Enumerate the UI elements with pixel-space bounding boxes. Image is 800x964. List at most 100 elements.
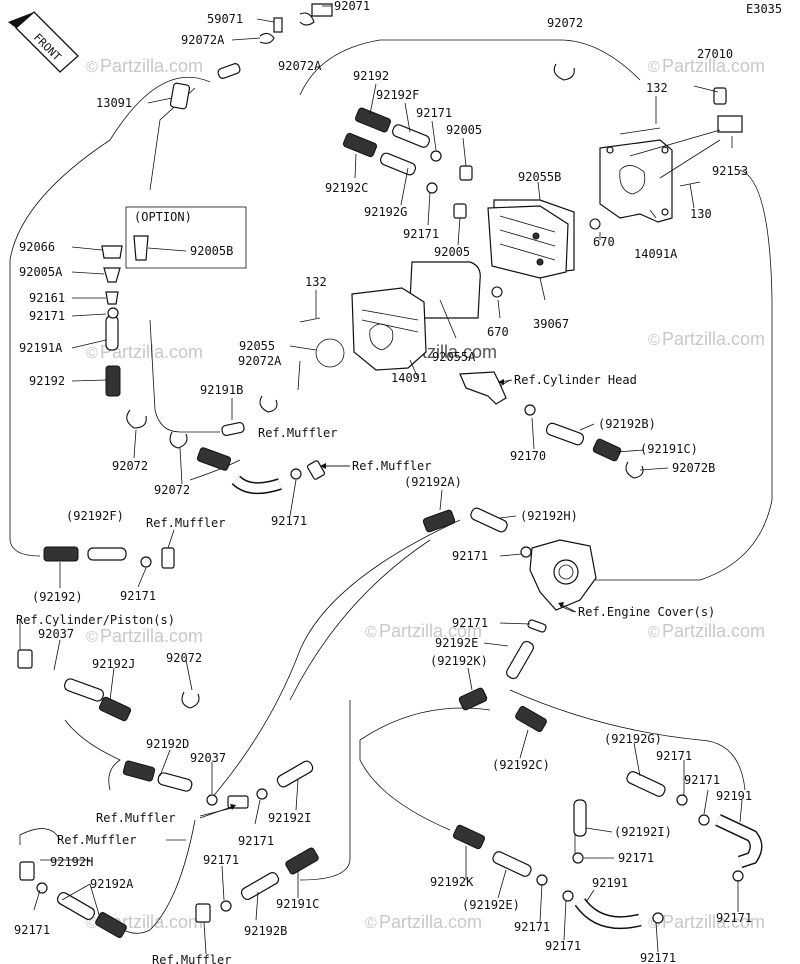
svg-text:Partzilla.com: Partzilla.com bbox=[662, 912, 765, 932]
label-92171: 92171 bbox=[416, 106, 452, 120]
label-92005A: 92005A bbox=[19, 265, 63, 279]
svg-text:Partzilla.com: Partzilla.com bbox=[379, 912, 482, 932]
svg-text:©: © bbox=[86, 629, 98, 646]
svg-text:©: © bbox=[648, 332, 660, 349]
label-92191C: 92191C bbox=[276, 897, 319, 911]
label-92066: 92066 bbox=[19, 240, 55, 254]
hose-routing-lines bbox=[9, 39, 773, 934]
label-92171: 92171 bbox=[514, 920, 550, 934]
label-92191: 92191 bbox=[592, 876, 628, 890]
label-92072A: 92072A bbox=[278, 59, 322, 73]
label-92192C: (92192C) bbox=[492, 758, 550, 772]
label-92170: 92170 bbox=[510, 449, 546, 463]
label-92171: 92171 bbox=[403, 227, 439, 241]
label-92192D: 92192D bbox=[146, 737, 189, 751]
label-92171: 92171 bbox=[238, 834, 274, 848]
label-ref-muffler: Ref.Muffler bbox=[258, 426, 337, 440]
svg-text:©: © bbox=[648, 624, 660, 641]
svg-text:Partzilla.com: Partzilla.com bbox=[662, 56, 765, 76]
label-92192: (92192) bbox=[32, 590, 83, 604]
svg-text:©: © bbox=[86, 345, 98, 362]
label-92171: 92171 bbox=[29, 309, 65, 323]
label-92072B: 92072B bbox=[672, 461, 715, 475]
part-labels: 59071 92071 92072A 92072A 92072 13091 92… bbox=[14, 0, 752, 964]
label-92072A: 92072A bbox=[238, 354, 282, 368]
label-92192F: 92192F bbox=[376, 88, 419, 102]
label-92037: 92037 bbox=[38, 627, 74, 641]
label-92192J: 92192J bbox=[92, 657, 135, 671]
label-92191A: 92191A bbox=[19, 341, 63, 355]
label-92171: 92171 bbox=[203, 853, 239, 867]
leader-lines bbox=[19, 5, 743, 955]
svg-text:Partzilla.com: Partzilla.com bbox=[662, 329, 765, 349]
label-92071: 92071 bbox=[334, 0, 370, 13]
label-92192K: (92192K) bbox=[430, 654, 488, 668]
label-92191C: (92191C) bbox=[640, 442, 698, 456]
reference-arrows bbox=[199, 379, 577, 819]
label-92192G: 92192G bbox=[364, 205, 407, 219]
label-ref-muffler: Ref.Muffler bbox=[352, 459, 431, 473]
label-92192H: 92192H bbox=[50, 855, 93, 869]
label-92072A: 92072A bbox=[181, 33, 225, 47]
svg-text:Partzilla.com: Partzilla.com bbox=[100, 56, 203, 76]
label-92192E: (92192E) bbox=[462, 898, 520, 912]
svg-text:Partzilla.com: Partzilla.com bbox=[379, 621, 482, 641]
label-59071: 59071 bbox=[207, 12, 243, 26]
label-ref-muffler: Ref.Muffler bbox=[146, 516, 225, 530]
label-132: 132 bbox=[646, 81, 668, 95]
label-92072: 92072 bbox=[547, 16, 583, 30]
svg-text:©: © bbox=[365, 624, 377, 641]
svg-text:Partzilla.com: Partzilla.com bbox=[662, 621, 765, 641]
label-92005: 92005 bbox=[434, 245, 470, 259]
label-92037: 92037 bbox=[190, 751, 226, 765]
front-arrow-icon: FRONT bbox=[8, 11, 79, 73]
label-92171: 92171 bbox=[684, 773, 720, 787]
label-92072: 92072 bbox=[154, 483, 190, 497]
label-92171: 92171 bbox=[120, 589, 156, 603]
label-92153: 92153 bbox=[712, 164, 748, 178]
label-ref-engine-cover: Ref.Engine Cover(s) bbox=[578, 605, 715, 619]
label-92192G: (92192G) bbox=[604, 732, 662, 746]
label-92192: 92192 bbox=[29, 374, 65, 388]
label-92171: 92171 bbox=[640, 951, 676, 964]
label-14091A: 14091A bbox=[634, 247, 678, 261]
label-ref-cylinder-head: Ref.Cylinder Head bbox=[514, 373, 637, 387]
label-ref-muffler: Ref.Muffler bbox=[57, 833, 136, 847]
cylinder-cover-14091 bbox=[351, 287, 427, 371]
label-92171: 92171 bbox=[716, 911, 752, 925]
label-130: 130 bbox=[690, 207, 712, 221]
label-92005B: 92005B bbox=[190, 244, 233, 258]
label-92072: 92072 bbox=[112, 459, 148, 473]
label-92161: 92161 bbox=[29, 291, 65, 305]
label-ref-cylinder-piston: Ref.Cylinder/Piston(s) bbox=[16, 613, 175, 627]
label-92055: 92055 bbox=[239, 339, 275, 353]
label-92171: 92171 bbox=[452, 549, 488, 563]
label-92192C: 92192C bbox=[325, 181, 368, 195]
label-ref-muffler: Ref.Muffler bbox=[96, 811, 175, 825]
label-92192F: (92192F) bbox=[66, 509, 124, 523]
label-92055B: 92055B bbox=[518, 170, 561, 184]
clamp-parts bbox=[36, 12, 744, 924]
label-39067: 39067 bbox=[533, 317, 569, 331]
label-92192I: (92192I) bbox=[614, 825, 672, 839]
label-92192: 92192 bbox=[353, 69, 389, 83]
label-27010: 27010 bbox=[697, 47, 733, 61]
label-92055A: 92055A bbox=[432, 350, 476, 364]
label-92191: 92191 bbox=[716, 789, 752, 803]
water-jacket-cover bbox=[487, 205, 569, 279]
label-92192A: 92192A bbox=[90, 877, 134, 891]
svg-text:©: © bbox=[648, 59, 660, 76]
option-label: (OPTION) bbox=[134, 210, 192, 224]
label-92005: 92005 bbox=[446, 123, 482, 137]
fitting-parts bbox=[17, 3, 743, 923]
label-92192A: (92192A) bbox=[404, 475, 462, 489]
label-ref-muffler: Ref.Muffler bbox=[152, 953, 231, 964]
label-670: 670 bbox=[593, 235, 615, 249]
label-92171: 92171 bbox=[618, 851, 654, 865]
cylinder-head-cover-14091A bbox=[599, 139, 673, 223]
label-92171: 92171 bbox=[656, 749, 692, 763]
o-ring-92055 bbox=[315, 338, 345, 368]
hose-tubes bbox=[56, 63, 763, 930]
